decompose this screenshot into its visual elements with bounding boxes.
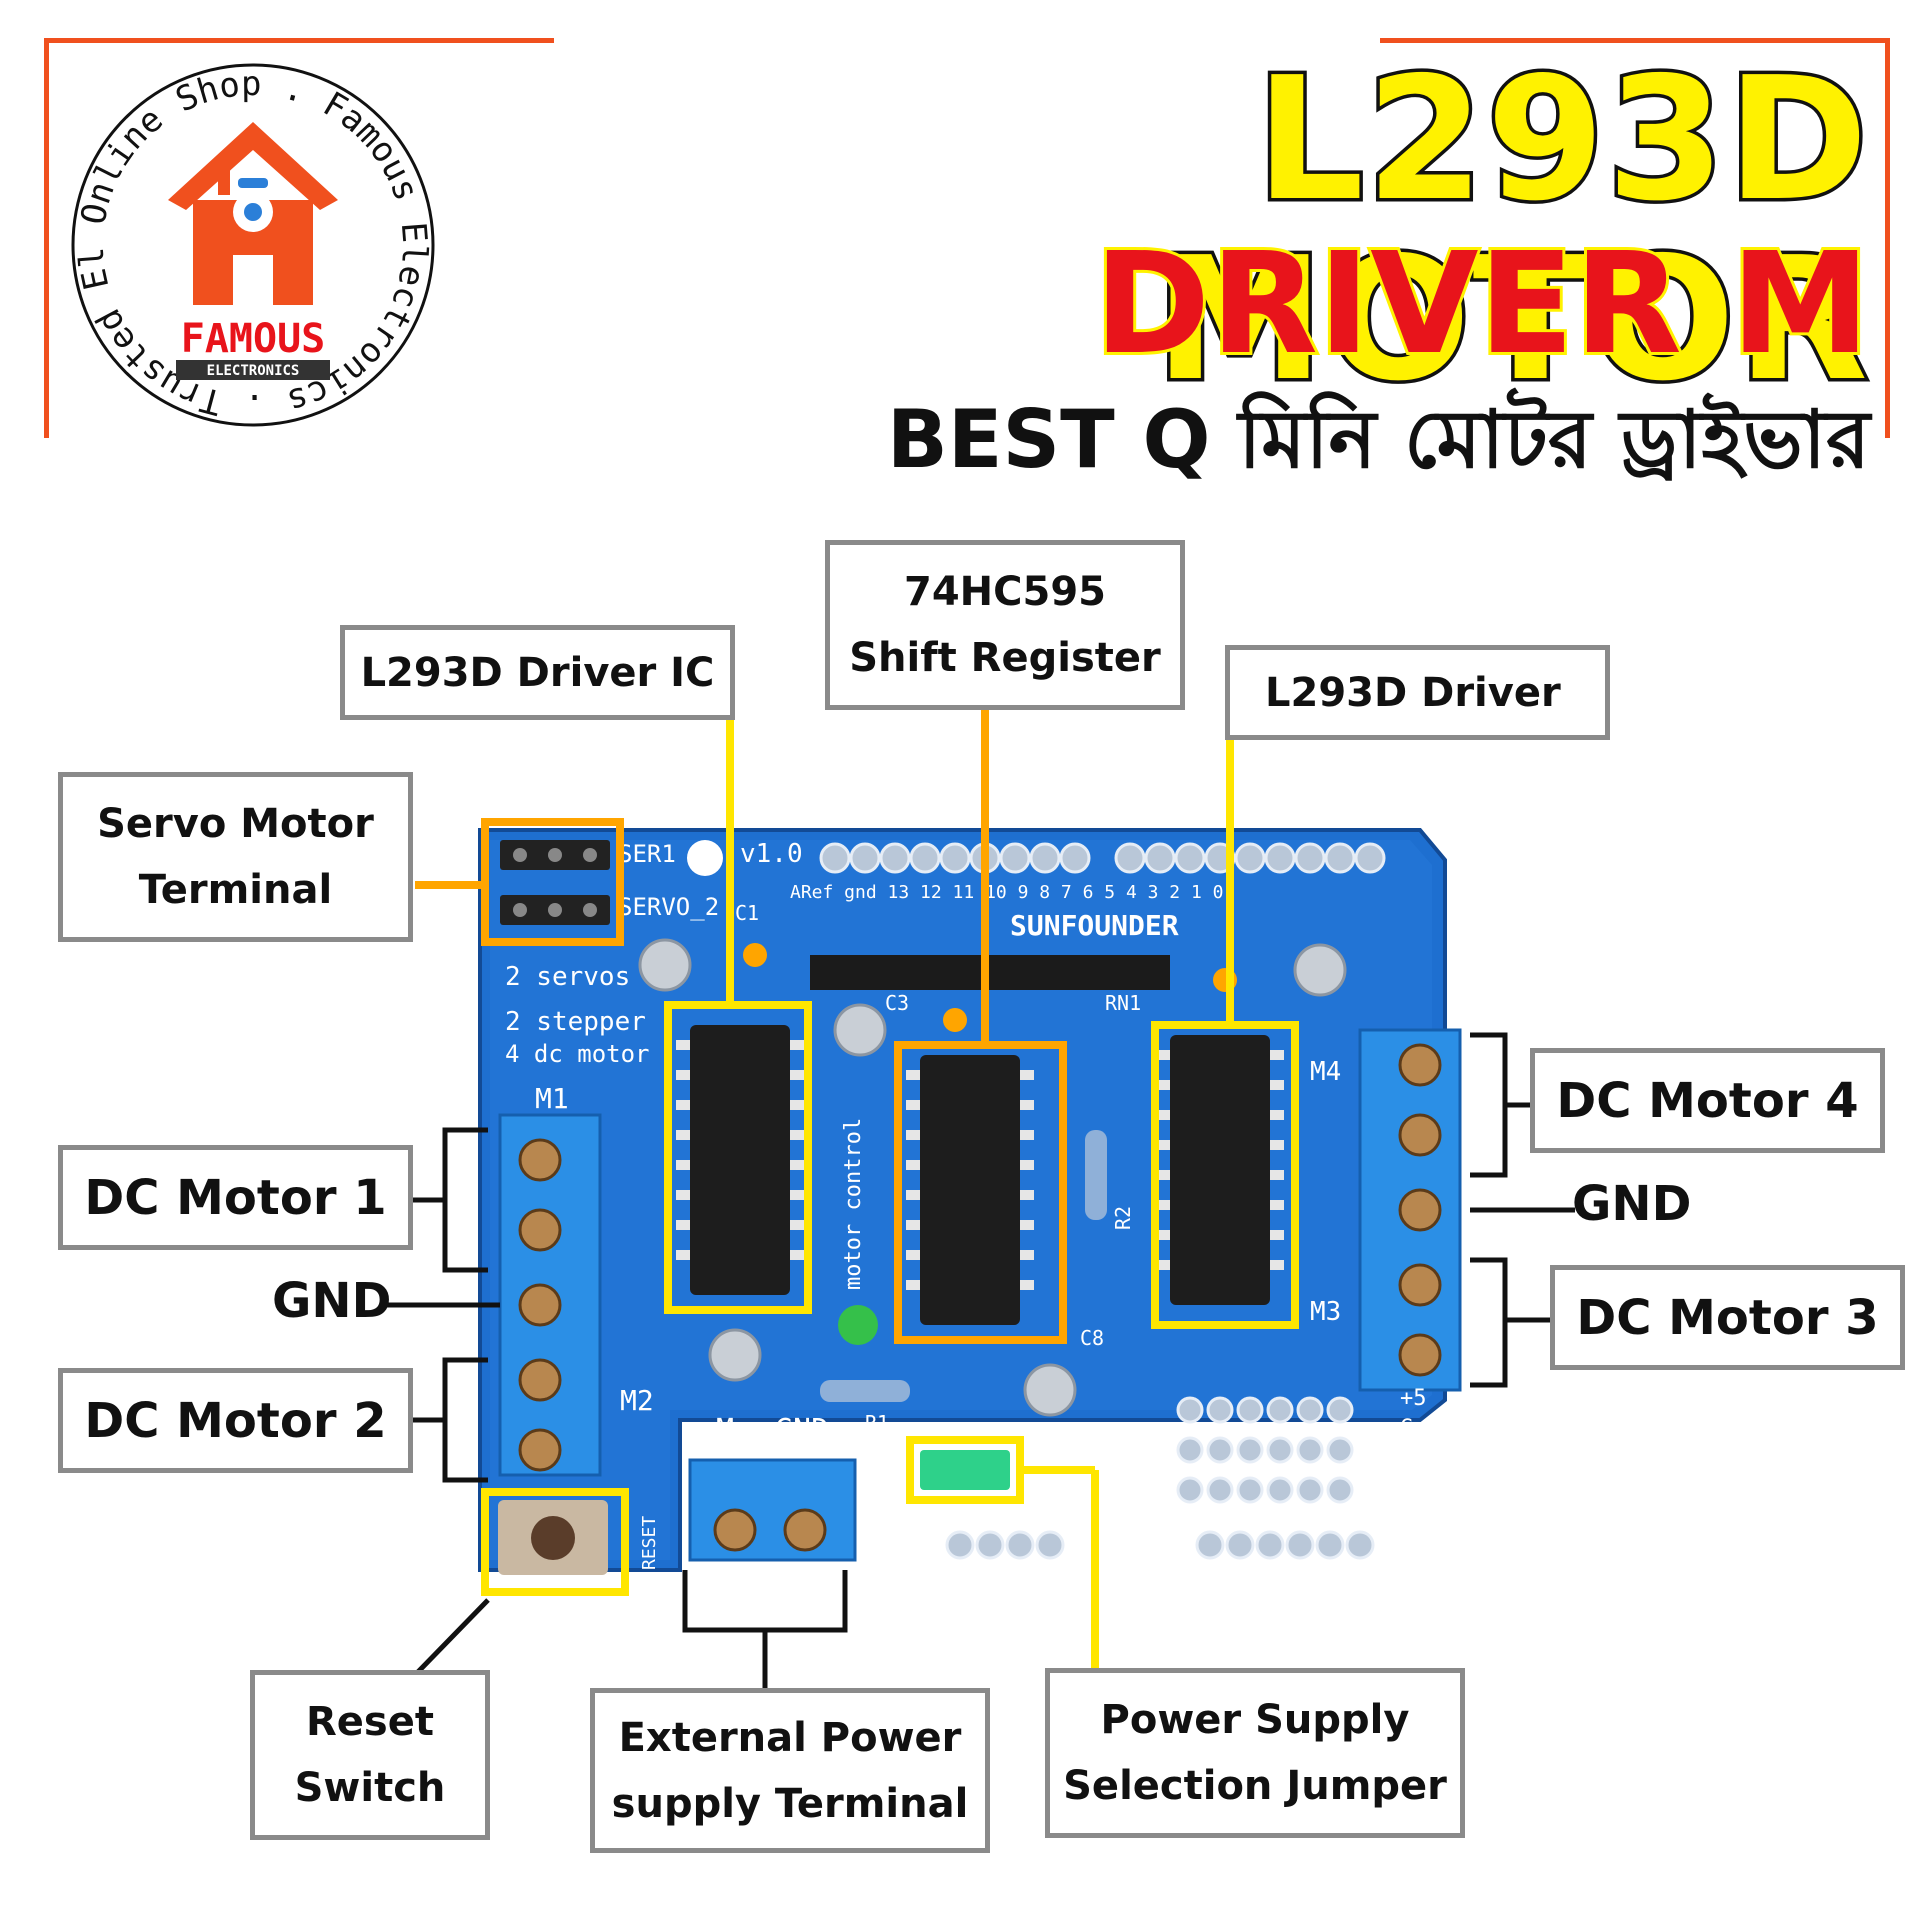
callout-lines bbox=[415, 700, 1234, 1680]
silk-c8: C8 bbox=[1080, 1326, 1104, 1350]
external-power-terminal bbox=[688, 1458, 857, 1562]
label-power-supply-jumper: Power Supply Selection Jumper bbox=[1045, 1668, 1465, 1838]
silk-reset: RESET bbox=[639, 1516, 660, 1570]
bracket-lines bbox=[385, 1032, 1575, 1690]
frame-top-left bbox=[44, 38, 554, 43]
silk-dc-motor: 4 dc motor bbox=[505, 1040, 650, 1068]
label-gnd-right: GND bbox=[1572, 1176, 1692, 1232]
label-servo-motor-terminal: Servo Motor Terminal bbox=[58, 772, 413, 942]
silk-c1: C1 bbox=[735, 901, 759, 925]
silk-m3: M3 bbox=[1310, 1297, 1341, 1327]
silk-plus-m: +M bbox=[698, 1413, 734, 1448]
silk-version: v1.0 bbox=[740, 839, 803, 869]
label-l293d-driver-ic: L293D Driver IC bbox=[340, 625, 735, 720]
title-line-1: L293D MOTOR bbox=[1151, 41, 1871, 419]
silk-r2: R2 bbox=[1111, 1206, 1135, 1230]
silk-gnd-small: Gnd bbox=[1400, 1416, 1440, 1441]
right-screw-terminals bbox=[1358, 1028, 1462, 1392]
silk-gnd: GND bbox=[775, 1413, 829, 1448]
silk-a05: A0-5 bbox=[1390, 1491, 1443, 1516]
led bbox=[838, 1305, 878, 1345]
logo-brand: FAMOUS bbox=[181, 316, 326, 362]
label-dc-motor-4: DC Motor 4 bbox=[1530, 1048, 1885, 1153]
silkscreen: SER1 SERVO_2 v1.0 ARef gnd 13 12 11 10 9… bbox=[505, 839, 1443, 1570]
label-dc-motor-3: DC Motor 3 bbox=[1550, 1265, 1905, 1370]
reset-button bbox=[498, 1500, 608, 1575]
silk-stepper: 2 stepper bbox=[505, 1007, 646, 1037]
label-reset-switch: Reset Switch bbox=[250, 1670, 490, 1840]
resistors bbox=[820, 1130, 1107, 1402]
silk-ext-pwr: EXT_PWR bbox=[864, 1494, 885, 1570]
ic-chips bbox=[676, 1025, 1284, 1325]
power-jumper bbox=[920, 1450, 1010, 1490]
title-line-3: BEST Q মিনি মোটর ড্রাইভার bbox=[886, 393, 1870, 486]
frame-top-right bbox=[1380, 38, 1890, 43]
silk-r1: R1 bbox=[865, 1411, 889, 1435]
label-dc-motor-1: DC Motor 1 bbox=[58, 1145, 413, 1250]
resistor-network bbox=[810, 955, 1170, 990]
silk-servos: 2 servos bbox=[505, 962, 630, 992]
label-dc-motor-2: DC Motor 2 bbox=[58, 1368, 413, 1473]
silk-servo1: SER1 bbox=[618, 840, 676, 868]
label-shift-register: 74HC595 Shift Register bbox=[825, 540, 1185, 710]
frame-right bbox=[1885, 38, 1890, 438]
frame-left bbox=[44, 38, 49, 438]
servo-header-pins bbox=[500, 840, 610, 925]
silk-motor-control: motor control bbox=[841, 1118, 866, 1290]
label-gnd-left: GND bbox=[272, 1273, 392, 1329]
logo-sub-brand: ELECTRONICS bbox=[207, 363, 300, 379]
silk-m2: M2 bbox=[620, 1384, 654, 1417]
famous-electronics-logo: Online Shop . Famous Electronics . Trust… bbox=[68, 60, 435, 427]
label-external-power: External Power supply Terminal bbox=[590, 1688, 990, 1853]
silk-aref: ARef gnd 13 12 11 10 9 8 7 6 5 4 3 2 1 0 bbox=[790, 882, 1223, 903]
analog-header-pads bbox=[945, 1396, 1375, 1560]
title-line-2: DRIVER M bbox=[1091, 223, 1873, 386]
silk-m4: M4 bbox=[1310, 1057, 1341, 1087]
capacitors bbox=[638, 938, 1347, 1417]
label-l293d-driver: L293D Driver bbox=[1225, 645, 1610, 740]
left-screw-terminals bbox=[498, 1113, 602, 1477]
silk-servo2: SERVO_2 bbox=[618, 893, 719, 921]
silk-rn1: RN1 bbox=[1105, 991, 1141, 1015]
silk-9v: 9V bbox=[1110, 1456, 1137, 1481]
silk-c3: C3 bbox=[885, 991, 909, 1015]
silk-brand: SUNFOUNDER bbox=[1010, 909, 1179, 942]
silk-m1: M1 bbox=[535, 1082, 569, 1115]
house-icon bbox=[168, 122, 338, 305]
silk-plus5: +5 bbox=[1400, 1386, 1427, 1411]
